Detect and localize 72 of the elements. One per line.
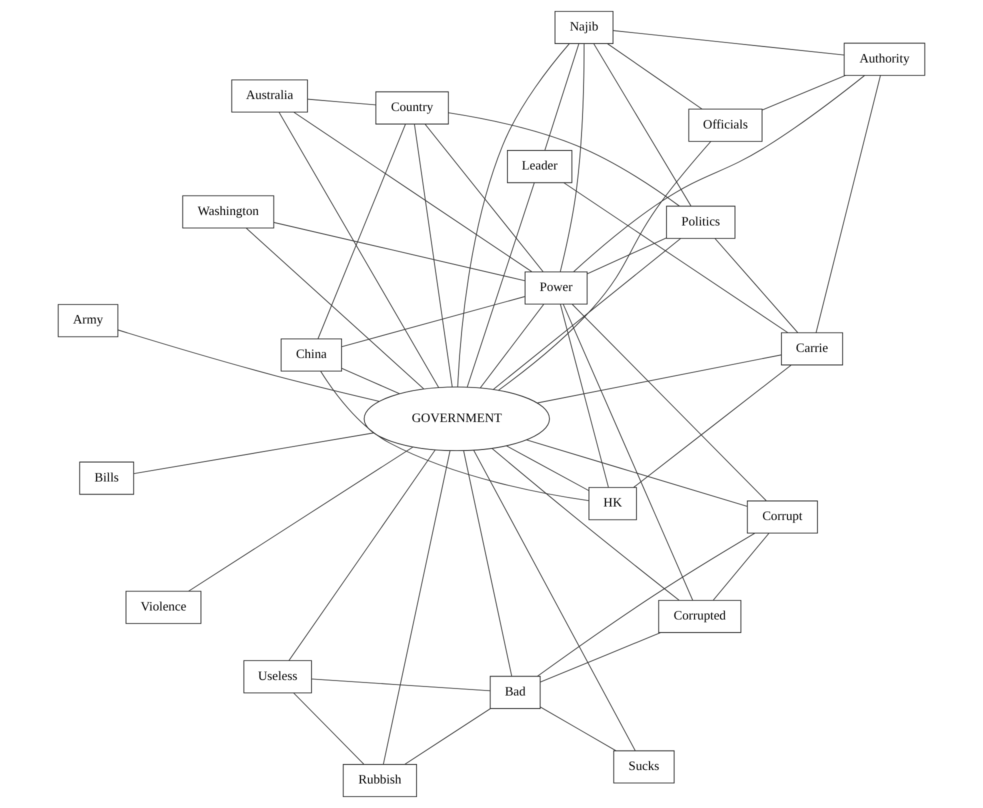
connector [246,228,424,390]
connector [572,304,767,501]
connector [307,98,376,106]
connector [540,632,661,682]
connector [544,43,580,151]
connector [586,237,667,274]
connector [457,43,570,388]
connector [404,708,491,765]
node-box: Washington [182,195,274,228]
connector [612,30,844,56]
connector [341,368,400,394]
connector [714,238,798,333]
connector [293,692,364,764]
connector [712,532,770,601]
node-box: Violence [126,590,202,624]
node-ellipse: GOVERNMENT [364,386,550,452]
connector [506,445,590,491]
node-box: Officials [688,108,762,142]
connector [562,304,694,601]
connector [273,222,526,282]
node-box: Corrupted [658,600,742,633]
connector [278,112,440,388]
connector [816,75,881,333]
connector [188,446,414,592]
connector [526,439,748,507]
connector [480,304,544,388]
node-box: Army [58,304,118,338]
node-box: Leader [507,150,572,184]
connector [593,43,692,206]
connector [540,706,616,752]
connector [563,182,788,334]
connector [424,124,544,272]
connector [560,43,585,272]
node-box: Rubbish [342,764,417,798]
connector [492,238,681,390]
connector [414,124,453,388]
connector [311,678,490,692]
node-box: Corrupt [746,500,818,534]
node-box: Carrie [781,332,844,366]
connector [633,364,792,488]
connector [498,141,712,391]
node-box: Najib [554,10,614,44]
node-box: China [280,338,342,372]
node-box: Australia [231,79,308,112]
connector [448,112,680,207]
node-box: Authority [844,42,926,76]
connector [560,304,609,488]
connector [133,432,374,474]
node-box: Bills [79,462,134,495]
connector [320,370,590,502]
connector [293,112,532,272]
connector [466,182,535,388]
connector [492,448,680,601]
connector [536,354,782,404]
connector [537,532,756,677]
node-box: Country [375,91,449,124]
node-box: Power [524,271,588,304]
node-box: Bad [490,676,541,709]
node-box: HK [588,487,637,520]
connector [762,75,846,110]
node-box: Sucks [613,750,675,784]
connector [573,75,865,272]
connector [473,450,636,751]
connector [382,450,450,765]
connector [318,124,406,340]
node-box: Useless [243,660,312,694]
connector [606,43,702,110]
connector [288,450,436,662]
connector [118,330,380,402]
connector [463,450,512,677]
node-box: Politics [666,206,736,239]
connector [341,296,526,348]
